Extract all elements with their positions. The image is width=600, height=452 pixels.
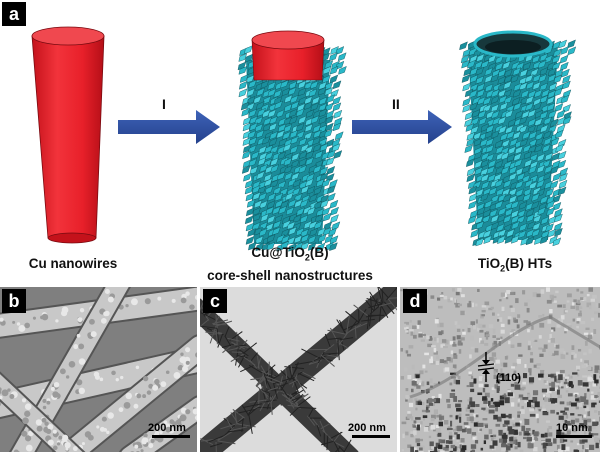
panel-a-label: a [2, 2, 26, 26]
step-1-label: I [162, 96, 166, 112]
scale-label-d: 10 nm [556, 422, 588, 434]
tio2-hollow-tube [459, 30, 577, 247]
core-shell-nanostructure [237, 30, 347, 252]
caption-core-shell-suffix: (B) [309, 245, 329, 260]
tem-image-c-graphic [200, 287, 397, 452]
caption-core-shell-prefix: Cu@TiO [251, 245, 305, 260]
scale-label-b: 200 nm [148, 422, 186, 434]
caption-tio2-hts: TiO2(B) HTs [460, 256, 570, 274]
sem-image-b-graphic [0, 287, 197, 452]
hrtem-image-d-graphic [400, 287, 600, 452]
caption-core-shell: Cu@TiO2(B) core-shell nanostructures [195, 244, 385, 284]
scale-label-c: 200 nm [348, 422, 386, 434]
tem-image-c [200, 287, 397, 452]
scale-bar-c [352, 435, 390, 438]
caption-core-shell-line2: core-shell nanostructures [207, 267, 373, 283]
arrow-step-1 [118, 110, 220, 144]
cu-nanowire [31, 26, 105, 244]
arrow-step-2 [352, 110, 452, 144]
scale-bar-d [556, 435, 592, 438]
scale-bar-b [152, 435, 190, 438]
caption-tio2-sub: 2 [500, 263, 506, 274]
hrtem-image-d [400, 287, 600, 452]
caption-core-shell-sub: 2 [304, 252, 310, 263]
schematic-graphics [31, 26, 577, 252]
caption-cu-nanowires: Cu nanowires [28, 256, 118, 271]
panel-d-label: d [403, 289, 427, 313]
caption-tio2-prefix: TiO [477, 256, 501, 271]
caption-tio2-suffix: (B) HTs [505, 256, 553, 271]
lattice-label: (110) [496, 372, 522, 384]
sem-image-b [0, 287, 197, 452]
panel-c-label: c [203, 289, 227, 313]
panel-b-label: b [2, 289, 26, 313]
step-2-label: II [392, 96, 400, 112]
lattice-marker [477, 352, 495, 382]
